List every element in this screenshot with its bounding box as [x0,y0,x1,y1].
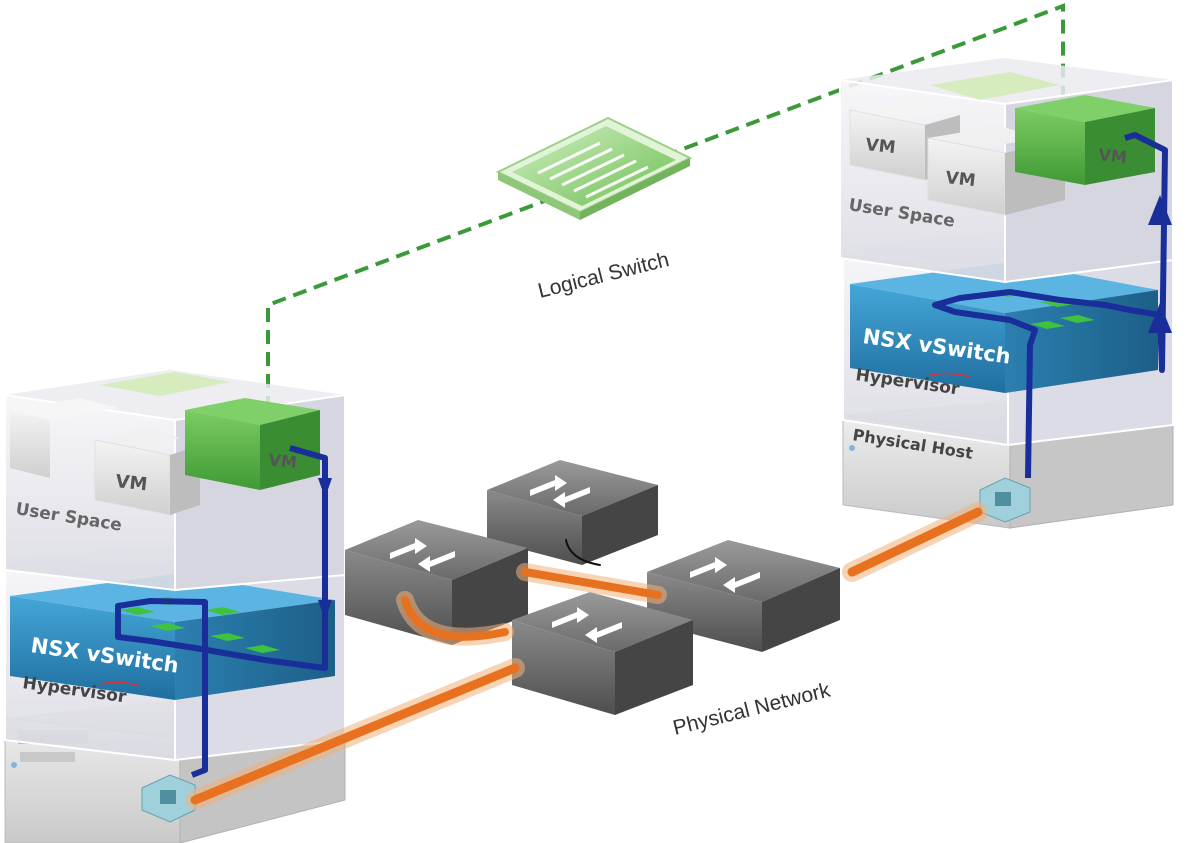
right-host: Physical Host NSX vSwitch Hypervisor [839,58,1174,529]
right-vm-1: VM [849,98,960,181]
right-arrow-up-1 [1148,195,1172,225]
left-traffic-path [115,445,328,778]
left-vm-active: VM [185,398,320,490]
right-vm-active-label: VM [1098,145,1128,167]
left-nic-port [141,774,196,823]
physical-switch-3 [647,540,840,652]
left-vm-active-label: VM [268,450,298,472]
left-vm-back [100,372,230,396]
right-traffic-path [932,132,1168,479]
right-vm-label-2: VM [944,168,976,191]
left-vm-label: VM [114,471,148,495]
right-nic-port [979,477,1031,523]
left-arrow-down-1 [318,478,332,498]
logical-switch-icon [495,116,693,220]
left-arrow-down-2 [318,600,332,620]
physical-network-label: Physical Network [671,678,833,739]
left-nsx-vswitch: NSX vSwitch [10,574,335,700]
left-host: NSX vSwitch Hypervisor VM VM [4,370,346,843]
right-arrow-up-2 [1148,303,1172,333]
right-vm-active: VM [1015,95,1155,185]
physical-network [185,460,988,810]
physical-links [185,502,988,810]
logical-switch-label: Logical Switch [536,248,672,303]
physical-switch-4 [512,592,693,715]
right-vm-back [930,72,1060,100]
right-vm-label-1: VM [864,135,896,158]
left-vm-1 [10,398,118,478]
